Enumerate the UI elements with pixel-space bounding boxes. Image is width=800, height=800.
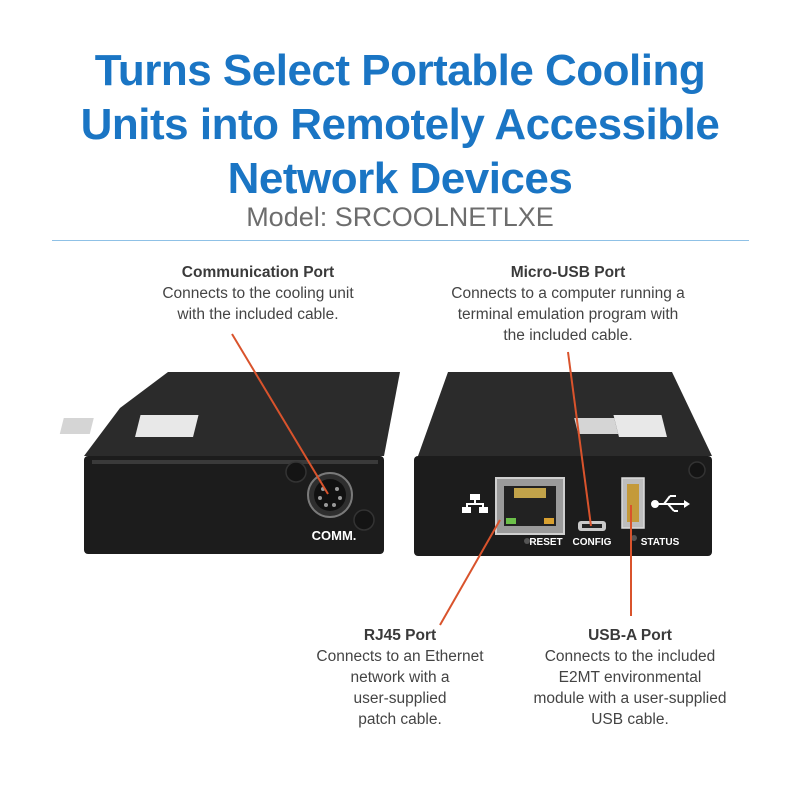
- leader-line-rj45: [439, 519, 501, 626]
- callout-rj45-port: RJ45 Port Connects to an Ethernet networ…: [290, 625, 510, 730]
- callout-line: the included cable.: [503, 327, 633, 344]
- callout-title: Communication Port: [181, 264, 335, 281]
- leader-line-comm: [231, 333, 329, 495]
- logo-mark: [574, 418, 619, 434]
- logo-mark: [613, 415, 667, 437]
- callout-micro-usb-port: Micro-USB Port Connects to a computer ru…: [418, 262, 718, 346]
- config-label: CONFIG: [573, 537, 612, 548]
- usb-icon: [651, 495, 690, 512]
- callout-communication-port: Communication Port Connects to the cooli…: [100, 262, 416, 325]
- model-number: Model: SRCOOLNETLXE: [246, 202, 554, 232]
- callout-line: terminal emulation program with: [457, 306, 679, 323]
- leader-line-micro-usb: [567, 351, 592, 527]
- callout-title: RJ45 Port: [363, 627, 437, 644]
- logo-mark: [59, 418, 94, 434]
- leader-lines: [231, 333, 632, 626]
- left-device: COMM.: [59, 372, 400, 554]
- left-device-top: [84, 372, 400, 456]
- screw-icon: [285, 461, 307, 483]
- status-label: STATUS: [641, 537, 680, 548]
- activity-led: [544, 518, 554, 524]
- left-device-front: [84, 456, 384, 554]
- callout-line: Connects to an Ethernet: [316, 648, 484, 665]
- callout-line: E2MT environmental: [558, 669, 702, 686]
- headline-line-3: Network Devices: [227, 154, 573, 203]
- right-device-top: [418, 372, 712, 456]
- comm-label: COMM.: [312, 528, 357, 543]
- callout-line: network with a: [350, 669, 450, 686]
- headline-line-2: Units into Remotely Accessible: [80, 100, 720, 149]
- screw-icon: [688, 461, 706, 479]
- front-slot: [92, 460, 378, 464]
- network-icon: [462, 494, 488, 513]
- reset-label: RESET: [529, 537, 562, 548]
- link-led: [506, 518, 516, 524]
- callout-line: USB cable.: [591, 711, 669, 728]
- callout-line: user-supplied: [353, 690, 447, 707]
- divider: [52, 240, 749, 241]
- right-device: RESET CONFIG STATUS: [414, 372, 712, 556]
- callout-title: Micro-USB Port: [510, 264, 626, 281]
- callout-line: patch cable.: [358, 711, 442, 728]
- callout-title: USB-A Port: [588, 627, 672, 644]
- callout-usb-a-port: USB-A Port Connects to the included E2MT…: [515, 625, 745, 730]
- logo-mark: [135, 415, 199, 437]
- callout-line: with the included cable.: [177, 306, 339, 323]
- headline-line-1: Turns Select Portable Cooling: [94, 46, 706, 95]
- callout-line: Connects to a computer running a: [451, 285, 685, 302]
- callout-line: Connects to the included: [544, 648, 716, 665]
- reset-button: [524, 538, 530, 544]
- screw-icon: [353, 509, 375, 531]
- headline: Turns Select Portable Cooling Units into…: [0, 44, 800, 206]
- status-led: [631, 535, 637, 541]
- callout-line: module with a user-supplied: [533, 690, 727, 707]
- callout-line: Connects to the cooling unit: [162, 285, 354, 302]
